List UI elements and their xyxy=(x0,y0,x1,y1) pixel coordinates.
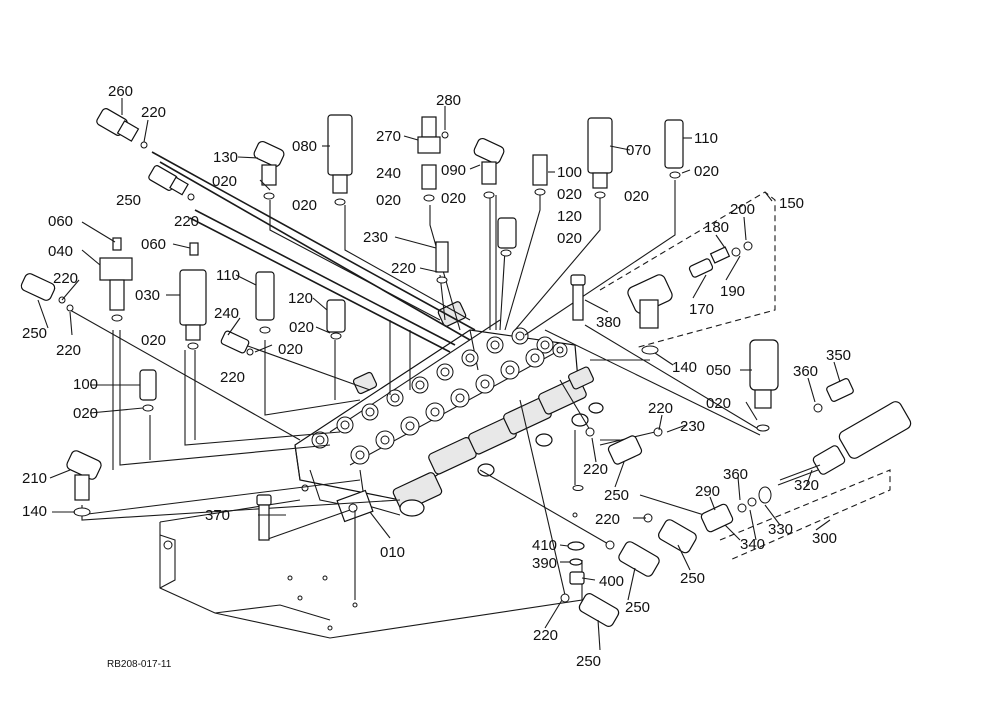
label-070: 070 xyxy=(626,142,651,159)
label-020: 020 xyxy=(73,405,98,422)
label-020: 020 xyxy=(557,186,582,203)
label-170: 170 xyxy=(689,301,714,318)
label-250: 250 xyxy=(116,192,141,209)
label-290: 290 xyxy=(695,483,720,500)
label-060: 060 xyxy=(48,213,73,230)
label-210: 210 xyxy=(22,470,47,487)
label-110: 110 xyxy=(694,130,718,147)
label-220: 220 xyxy=(533,627,558,644)
label-250: 250 xyxy=(680,570,705,587)
label-220: 220 xyxy=(595,511,620,528)
label-330: 330 xyxy=(768,521,793,538)
label-360: 360 xyxy=(723,466,748,483)
label-140: 140 xyxy=(672,359,697,376)
label-220: 220 xyxy=(141,104,166,121)
label-020: 020 xyxy=(694,163,719,180)
label-250: 250 xyxy=(604,487,629,504)
label-020: 020 xyxy=(141,332,166,349)
label-390: 390 xyxy=(532,555,557,572)
label-020: 020 xyxy=(289,319,314,336)
label-020: 020 xyxy=(706,395,731,412)
label-120: 120 xyxy=(557,208,582,225)
label-220: 220 xyxy=(56,342,81,359)
leader-lines xyxy=(37,98,841,651)
routing-lines xyxy=(69,151,761,600)
label-360: 360 xyxy=(793,363,818,380)
label-320: 320 xyxy=(794,477,819,494)
label-220: 220 xyxy=(174,213,199,230)
label-100: 100 xyxy=(557,164,582,181)
label-060: 060 xyxy=(141,236,166,253)
label-020: 020 xyxy=(292,197,317,214)
part-labels: 260 220 280 130 080 270 090 070 110 240 … xyxy=(22,83,851,670)
label-110: 110 xyxy=(216,267,240,284)
label-020: 020 xyxy=(441,190,466,207)
label-140: 140 xyxy=(22,503,47,520)
label-250: 250 xyxy=(625,599,650,616)
figure-reference: RB208-017-11 xyxy=(107,659,172,670)
label-020: 020 xyxy=(557,230,582,247)
label-010: 010 xyxy=(380,544,405,561)
label-150: 150 xyxy=(779,195,804,212)
label-220: 220 xyxy=(648,400,673,417)
fittings xyxy=(20,108,912,627)
label-240: 240 xyxy=(376,165,401,182)
label-020: 020 xyxy=(212,173,237,190)
label-380: 380 xyxy=(596,314,621,331)
label-190: 190 xyxy=(720,283,745,300)
label-080: 080 xyxy=(292,138,317,155)
label-180: 180 xyxy=(704,219,729,236)
label-200: 200 xyxy=(730,201,755,218)
label-020: 020 xyxy=(278,341,303,358)
label-090: 090 xyxy=(441,162,466,179)
label-020: 020 xyxy=(376,192,401,209)
label-020: 020 xyxy=(624,188,649,205)
label-400: 400 xyxy=(599,573,624,590)
label-350: 350 xyxy=(826,347,851,364)
label-050: 050 xyxy=(706,362,731,379)
label-280: 280 xyxy=(436,92,461,109)
valve-port-bosses xyxy=(311,327,568,465)
label-100: 100 xyxy=(73,376,98,393)
label-250: 250 xyxy=(576,653,601,670)
label-130: 130 xyxy=(213,149,238,166)
label-220: 220 xyxy=(53,270,78,287)
label-340: 340 xyxy=(740,536,765,553)
control-valve-block xyxy=(294,301,604,523)
label-240: 240 xyxy=(214,305,239,322)
label-220: 220 xyxy=(220,369,245,386)
base-plate xyxy=(159,485,584,639)
label-220: 220 xyxy=(391,260,416,277)
label-410: 410 xyxy=(532,537,557,554)
label-120: 120 xyxy=(288,290,313,307)
label-370: 370 xyxy=(205,507,230,524)
label-230: 230 xyxy=(363,229,388,246)
label-300: 300 xyxy=(812,530,837,547)
label-270: 270 xyxy=(376,128,401,145)
label-230: 230 xyxy=(680,418,705,435)
label-220: 220 xyxy=(583,461,608,478)
label-250: 250 xyxy=(22,325,47,342)
label-260: 260 xyxy=(108,83,133,100)
label-030: 030 xyxy=(135,287,160,304)
label-040: 040 xyxy=(48,243,73,260)
